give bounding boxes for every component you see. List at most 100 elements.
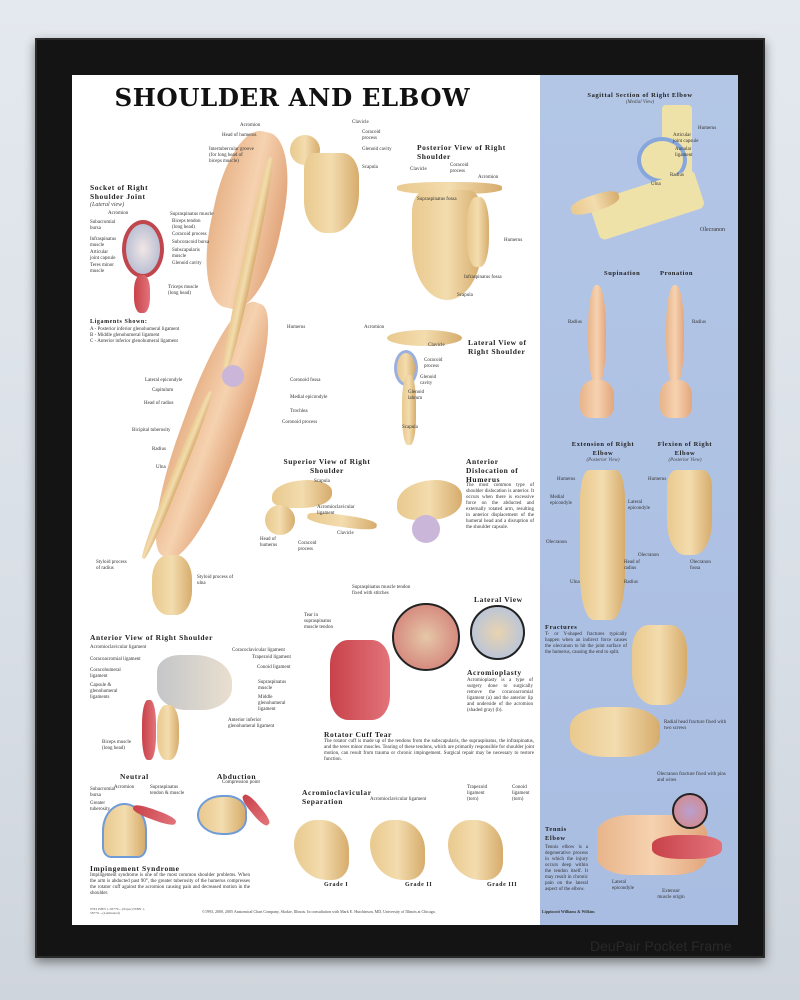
label: Humerus <box>287 325 306 330</box>
tennis-elbow-text: Tennis elbow is a degenerative process i… <box>545 845 588 892</box>
label: Scapula <box>362 165 378 170</box>
label: Trochlea <box>290 409 308 414</box>
elbow-joint <box>222 365 244 387</box>
label: Humerus <box>648 477 667 482</box>
label: Coracoid process <box>172 232 207 237</box>
label: Lateral epicondyle <box>145 378 183 383</box>
label: Humerus <box>504 238 523 243</box>
label: Acromioclavicular ligament <box>317 505 355 516</box>
anterior-humerus <box>157 705 179 760</box>
label: Radius <box>670 173 684 178</box>
label: Olecranon <box>546 540 567 545</box>
label: Articular joint capsule <box>673 133 699 144</box>
section-title-posterior: Posterior View of Right Shoulder <box>417 143 506 161</box>
label: Clavicle <box>337 531 354 536</box>
grade-label: Grade III <box>487 882 518 888</box>
label: Olecranon <box>638 553 659 558</box>
label: Extensor muscle origin <box>657 889 685 900</box>
label: Capitulum <box>152 388 174 393</box>
label: Subacromial bursa <box>90 787 116 798</box>
tennis-zoom-circle <box>672 793 708 829</box>
socket-illustration <box>122 220 164 278</box>
rotator-cuff-illustration <box>330 640 390 720</box>
section-title-sagittal: Sagittal Section of Right Elbow <box>587 92 693 99</box>
label: Glenoid cavity <box>420 375 437 386</box>
label: Trapezoid ligament (torn) <box>467 785 488 802</box>
grade-label: Grade I <box>324 882 349 888</box>
label: Conoid ligament <box>257 665 291 670</box>
label: Scapula <box>457 293 473 298</box>
label: Radius <box>152 447 166 452</box>
label: Acromion <box>364 325 385 330</box>
label: Coracohumeral ligament <box>90 668 121 679</box>
scapula-lateral-illustration <box>402 375 416 445</box>
label: Lateral epicondyle <box>628 500 650 511</box>
label: Capsule & glenohumeral ligaments <box>90 683 118 700</box>
label: Triceps muscle (long head) <box>168 285 199 296</box>
extension-title: Extension of Right Elbow <box>571 441 635 457</box>
anterior-shoulder-illustration <box>157 655 232 710</box>
poster-title: SHOULDER AND ELBOW <box>114 83 471 112</box>
label: Annular ligament <box>675 147 693 158</box>
ligament-item: B - Middle glenohumeral ligament <box>90 333 160 338</box>
label: Coracoacromial ligament <box>90 657 141 662</box>
label: Acromion <box>478 175 499 180</box>
label: Head of radius <box>624 560 640 571</box>
section-title-anterior: Anterior View of Right Shoulder <box>90 633 214 642</box>
flexion-title: Flexion of Right Elbow <box>657 441 713 457</box>
label: Supraspinatus muscle <box>170 212 214 217</box>
label: Trapezoid ligament <box>252 655 291 660</box>
rotator-zoom-circle <box>392 603 460 671</box>
section-subtitle: (Posterior View) <box>586 458 620 463</box>
section-title-ac-separation: Acromioclavicular Separation <box>302 788 372 806</box>
rotator-text: The rotator cuff is made up of the tendo… <box>324 739 534 762</box>
label: Compression point <box>222 780 260 785</box>
label: Anterior inferior glenohumeral ligament <box>228 718 275 729</box>
label: Head of radius <box>144 401 174 406</box>
ligament-item: A - Posterior inferior glenohumeral liga… <box>90 327 180 332</box>
abduction-title: Abduction <box>217 772 257 781</box>
grade-label: Grade II <box>405 882 433 888</box>
supination-title: Supination <box>604 270 641 277</box>
label: Supraspinatus muscle tendon fixed with s… <box>352 585 411 596</box>
label: Supraspinatus fossa <box>417 197 457 202</box>
label: Coronoid fossa <box>290 378 321 383</box>
impingement-text: Impingement syndrome is one of the most … <box>90 873 250 896</box>
publisher-logo: Lippincott Williams & Wilkins <box>542 909 595 914</box>
label: Middle glenohumeral ligament <box>258 695 286 712</box>
label: Radial head fracture fixed with two scre… <box>664 720 727 731</box>
section-title-impingement: Impingement Syndrome <box>90 864 180 873</box>
label: Bicipital tuberosity <box>132 428 171 433</box>
fractures-text: T- or Y-shaped fractures typically happe… <box>545 632 627 655</box>
label: Radius <box>568 320 582 325</box>
label: Infraspinatus fossa <box>464 275 502 280</box>
neutral-title: Neutral <box>120 772 149 781</box>
lateral-view-circle <box>470 605 525 660</box>
label: Ulna <box>570 580 580 585</box>
label: Clavicle <box>352 120 369 125</box>
label: Infraspinatus muscle <box>90 237 117 248</box>
label: Glenoid cavity <box>172 261 202 266</box>
label: Coracoclavicular ligament <box>232 648 285 653</box>
label: Humerus <box>698 126 717 131</box>
label: Acromioclavicular ligament <box>370 797 427 802</box>
label: Coracoid process <box>298 541 317 552</box>
label: Glenoid labrum <box>408 390 425 401</box>
label: Clavicle <box>410 167 427 172</box>
label: Acromion <box>240 123 261 128</box>
section-title-superior: Superior View of Right Shoulder <box>283 457 371 475</box>
copyright: ©1993, 2000, 2005 Anatomical Chart Compa… <box>202 909 436 914</box>
flexion-illustration <box>667 470 712 555</box>
label: Clavicle <box>428 343 445 348</box>
biceps-illustration <box>142 700 156 760</box>
label: Supraspinatus tendon & muscle <box>150 785 185 796</box>
supination-forearm <box>588 285 606 385</box>
label: Olecranon fracture fixed with pins and w… <box>657 772 726 783</box>
extensor-muscle <box>652 835 722 859</box>
label: Subacromial bursa <box>90 220 116 231</box>
fractures-title: Fractures <box>545 624 578 631</box>
pronation-title: Pronation <box>660 270 694 277</box>
watermark: DeuPair Pocket Frame <box>590 938 732 954</box>
dislocation-text: The most common type of shoulder disloca… <box>466 483 534 530</box>
dislocated-head <box>412 515 440 543</box>
